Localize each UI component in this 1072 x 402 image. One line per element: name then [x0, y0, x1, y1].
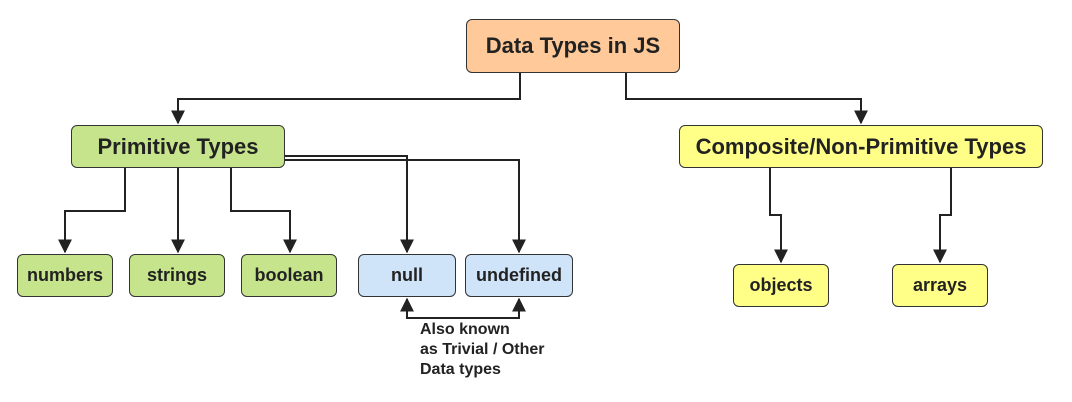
edge-note-bracket — [400, 297, 526, 319]
edge-composite-arrays — [933, 168, 952, 264]
trivial-types-note: Also known as Trivial / Other Data types — [420, 320, 580, 380]
edge-primitive-null — [285, 155, 414, 254]
edge-primitive-numbers — [58, 168, 126, 254]
edge-primitive-undefined — [285, 159, 526, 254]
node-strings: strings — [129, 254, 225, 297]
node-numbers: numbers — [17, 254, 113, 297]
note-line: Data types — [420, 361, 501, 378]
edge-primitive-boolean — [230, 168, 297, 254]
node-arrays: arrays — [892, 264, 988, 307]
note-line: Also known — [420, 321, 510, 338]
node-objects: objects — [733, 264, 829, 307]
node-undefined: undefined — [465, 254, 573, 297]
edge-root-primitive — [171, 73, 521, 125]
note-line: as Trivial / Other — [420, 341, 545, 358]
node-boolean: boolean — [241, 254, 337, 297]
node-primitive-types: Primitive Types — [71, 125, 285, 168]
edge-composite-objects — [769, 168, 788, 264]
node-null: null — [358, 254, 456, 297]
node-data-types-in-js: Data Types in JS — [466, 19, 680, 73]
node-composite-types: Composite/Non-Primitive Types — [679, 125, 1043, 168]
edge-root-composite — [625, 73, 868, 125]
